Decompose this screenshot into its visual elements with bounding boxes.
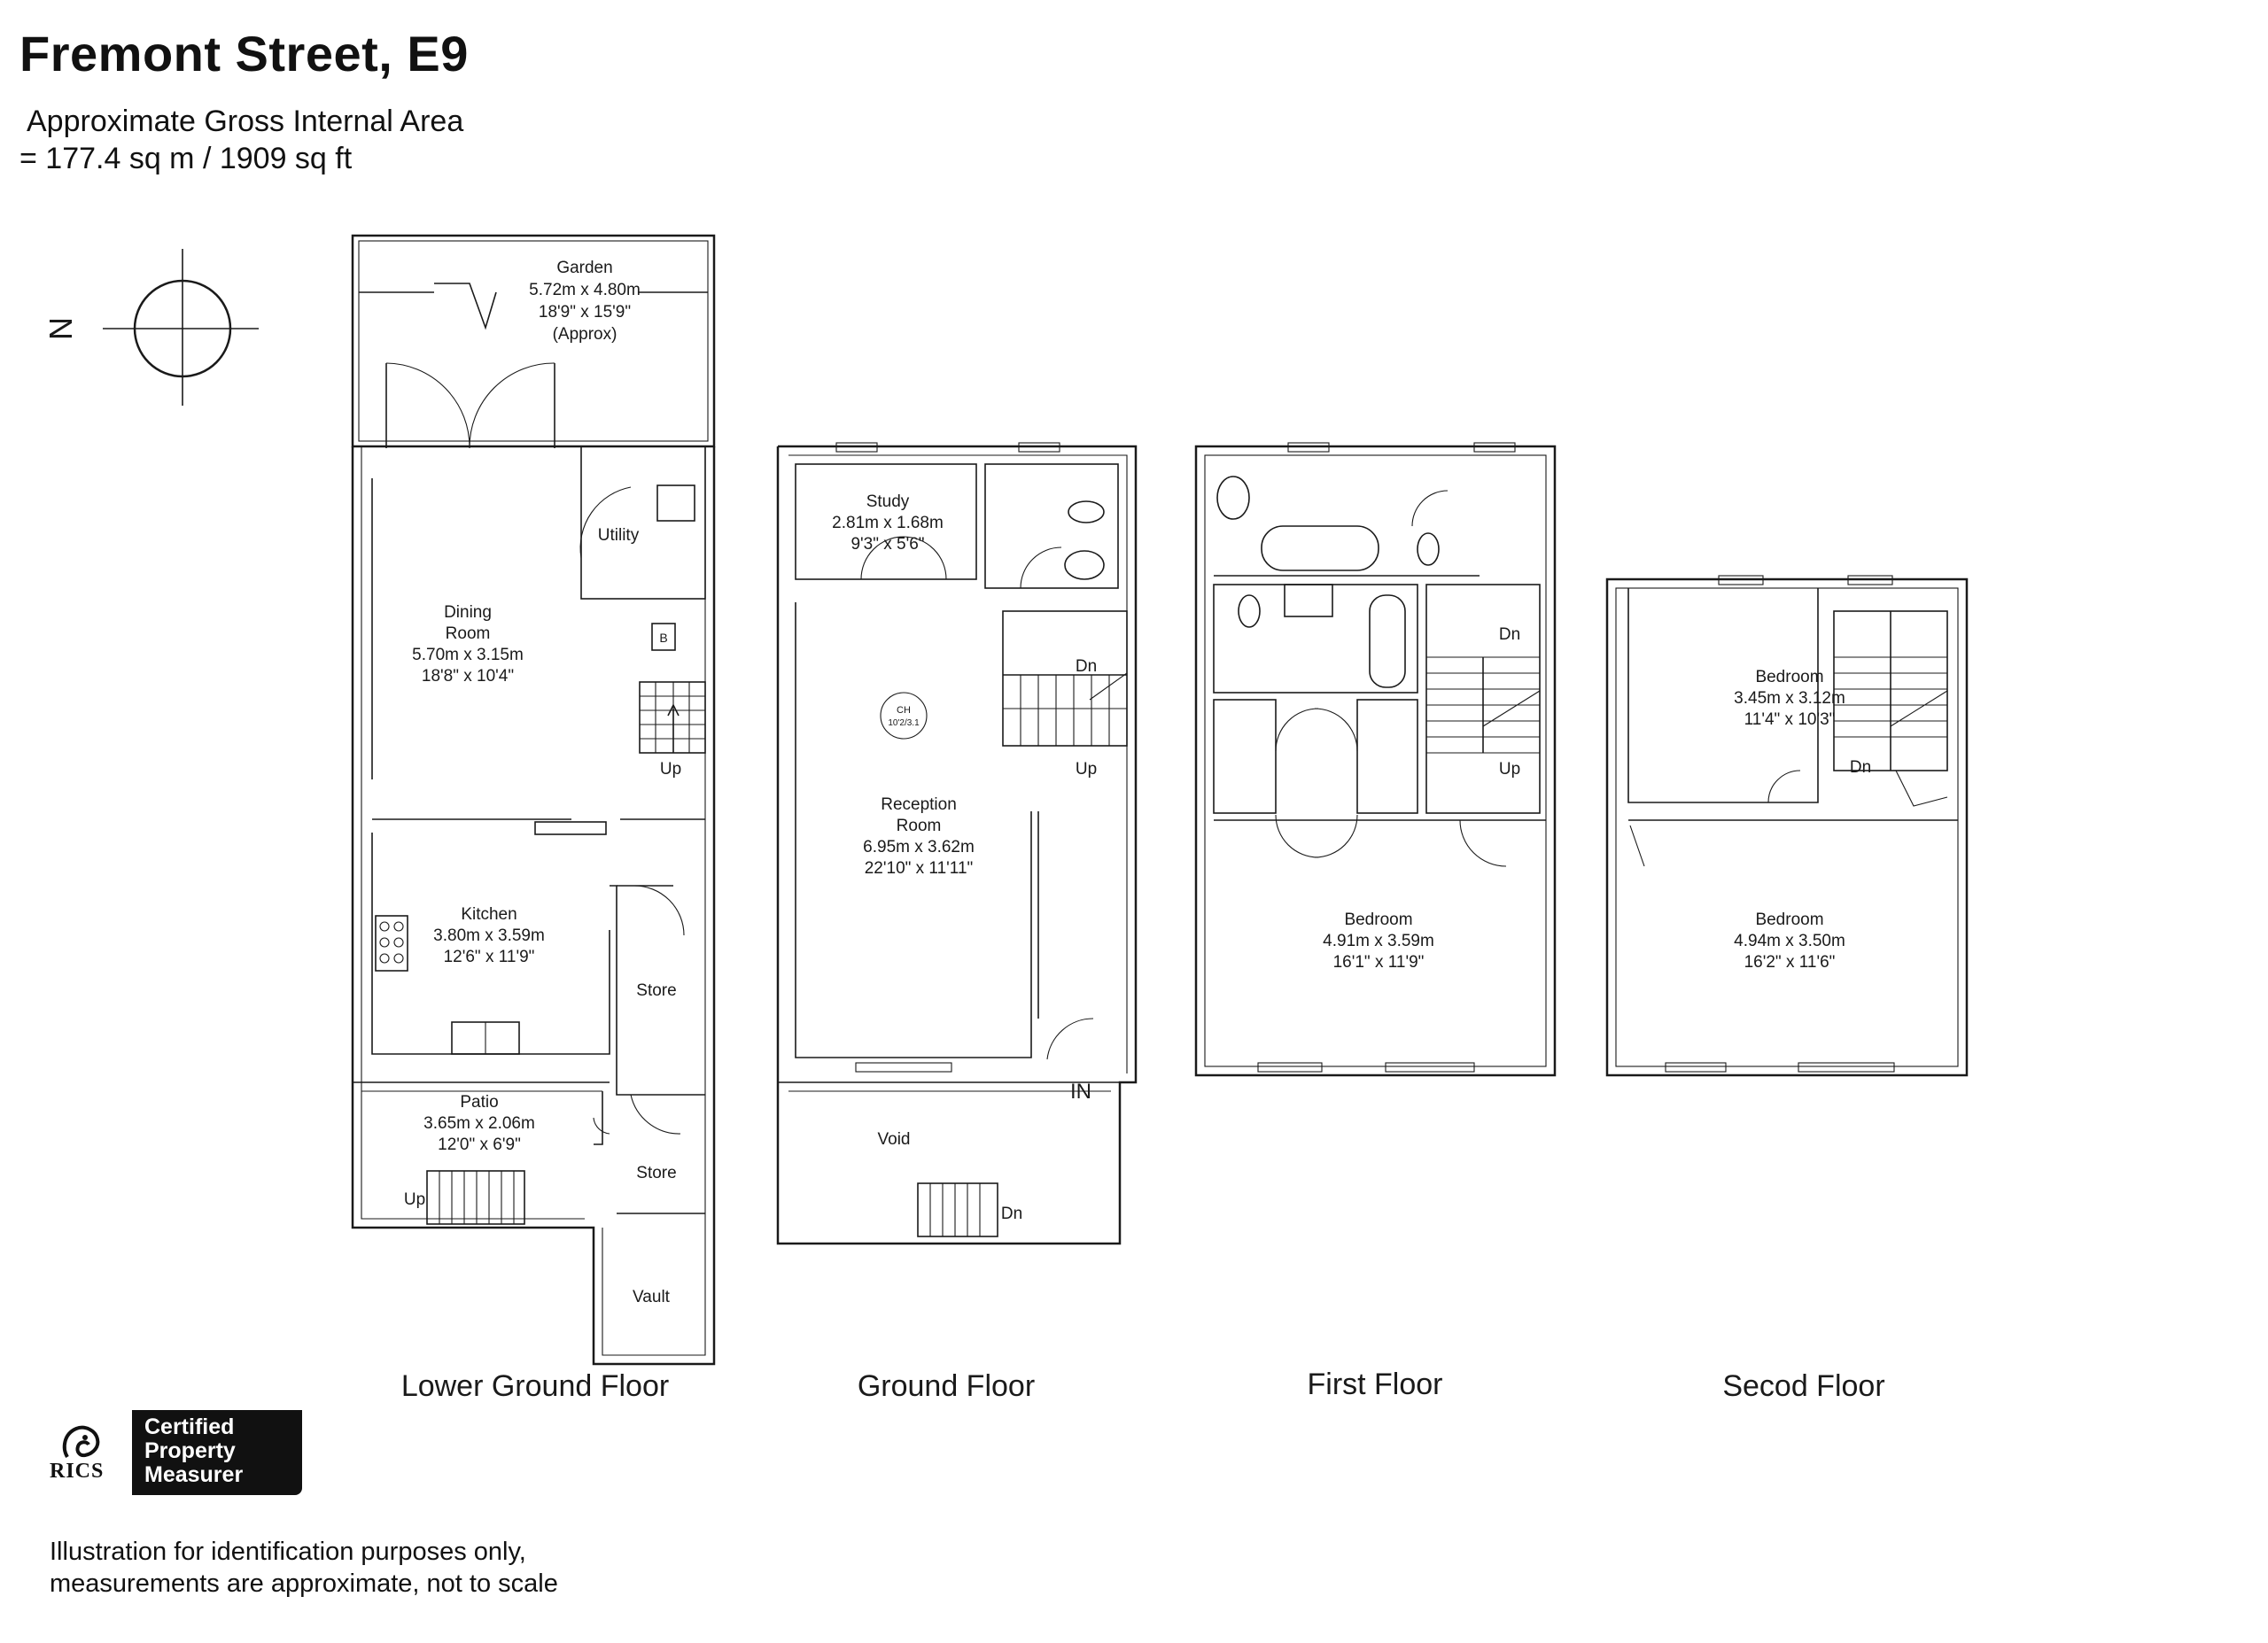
patio-imperial: 12'0" x 6'9" (438, 1135, 521, 1154)
disclaimer-line-1: Illustration for identification purposes… (50, 1538, 526, 1566)
ground-floor-plan: Study 2.81m x 1.68m 9'3" x 5'6" Dn Up CH… (776, 442, 1138, 1403)
kitchen-imperial: 12'6" x 11'9" (444, 948, 535, 966)
first-floor-outline (1194, 445, 1557, 1077)
dining-metric: 5.70m x 3.15m (412, 646, 524, 664)
second-bedroom2-imperial: 16'2" x 11'6" (1744, 953, 1836, 972)
badge-line-3: Measurer (144, 1462, 244, 1487)
area-value: = 177.4 sq m / 1909 sq ft (19, 142, 353, 175)
second-bedroom1-name: Bedroom (1755, 668, 1823, 686)
boiler-label: B (659, 631, 667, 645)
boiler-icon (651, 623, 676, 651)
dining-name-2: Room (446, 624, 491, 643)
void-dn-label: Dn (1001, 1205, 1022, 1223)
second-bedroom1-imperial: 11'4" x 10'3" (1744, 710, 1836, 729)
study-name: Study (866, 492, 910, 511)
utility-outline (580, 446, 706, 600)
ground-stairs-up-label: Up (1076, 760, 1097, 779)
rics-lion-icon (62, 1425, 100, 1459)
dining-imperial: 18'8" x 10'4" (422, 667, 514, 686)
void-name: Void (878, 1130, 911, 1149)
study-imperial: 9'3" x 5'6" (850, 535, 924, 554)
rics-wordmark: RICS (50, 1460, 105, 1483)
compass-north-label: N (43, 317, 79, 340)
ground-stairs-dn-label: Dn (1076, 657, 1097, 676)
toilet-icon (1417, 532, 1440, 566)
entrance-label: IN (1070, 1080, 1091, 1104)
utility-sink-icon (656, 484, 695, 522)
ground-floor-label: Ground Floor (858, 1369, 1035, 1403)
compass-icon: N (43, 249, 259, 406)
ceiling-height-marker (880, 692, 928, 740)
lower-ground-outline (351, 446, 716, 1366)
second-floor-plan: Bedroom 3.45m x 3.12m 11'4" x 10'3" Dn B… (1605, 575, 1969, 1403)
first-floor-label: First Floor (1308, 1368, 1443, 1401)
kitchen-name: Kitchen (461, 905, 517, 924)
second-bedroom2-name: Bedroom (1755, 911, 1823, 929)
second-bedroom1-metric: 3.45m x 3.12m (1734, 689, 1845, 708)
patio-stairs (426, 1170, 525, 1225)
ch-label: CH (897, 705, 911, 716)
garden-outline (351, 234, 716, 448)
ch-height: 10'2/3.1 (888, 718, 920, 728)
ground-stairs (1002, 610, 1128, 747)
first-floor-plan: Dn Up Bedroom 4.91m x 3.59m 16'1" x 11'9… (1194, 442, 1557, 1401)
badge-line-1: Certified (144, 1414, 235, 1439)
disclaimer-line-2: measurements are approximate, not to sca… (50, 1569, 558, 1598)
dining-name-1: Dining (444, 603, 492, 622)
utility-name: Utility (598, 526, 640, 545)
garden-name: Garden (556, 259, 612, 277)
certified-property-measurer-badge: Certified Property Measurer (132, 1410, 302, 1495)
toilet-icon-2 (1238, 594, 1261, 628)
second-floor-outline (1605, 577, 1969, 1077)
void-stairs (917, 1182, 998, 1237)
vault-name: Vault (633, 1288, 671, 1306)
bathtub-icon-2 (1369, 594, 1406, 688)
first-stairs-up-label: Up (1499, 760, 1520, 779)
area-caption: Approximate Gross Internal Area (27, 105, 464, 138)
patio-name: Patio (460, 1093, 498, 1112)
first-stairs-dn-label: Dn (1499, 625, 1520, 644)
store-2-name: Store (636, 1164, 676, 1182)
wc-outline (984, 463, 1119, 589)
garden-metric: 5.72m x 4.80m (529, 281, 641, 299)
lower-ground-floor-label: Lower Ground Floor (401, 1369, 669, 1403)
patio-up-label: Up (404, 1190, 425, 1209)
reception-metric: 6.95m x 3.62m (863, 838, 975, 856)
basin-icon (1064, 550, 1105, 580)
lower-ground-floor-plan: Garden 5.72m x 4.80m 18'9" x 15'9" (Appr… (351, 234, 716, 1403)
second-stairs-dn-label: Dn (1850, 758, 1871, 777)
first-floor-stairs (1425, 584, 1541, 814)
kitchen-metric: 3.80m x 3.59m (433, 926, 545, 945)
study-metric: 2.81m x 1.68m (832, 514, 944, 532)
second-floor-stairs (1833, 610, 1948, 771)
bathtub-icon (1261, 525, 1379, 571)
basin-icon (1216, 476, 1250, 520)
lg-stairs-up-label: Up (660, 760, 681, 779)
lower-ground-stairs (639, 681, 706, 754)
page-title: Fremont Street, E9 (19, 26, 469, 81)
toilet-icon (1068, 500, 1105, 523)
second-bedroom2-metric: 4.94m x 3.50m (1734, 932, 1845, 950)
patio-metric: 3.65m x 2.06m (423, 1114, 535, 1133)
reception-name-1: Reception (881, 795, 957, 814)
second-floor-label: Secod Floor (1722, 1369, 1884, 1403)
garden-imperial: 18'9" x 15'9" (539, 303, 631, 322)
store-1-name: Store (636, 981, 676, 1000)
hob-icon (375, 915, 408, 972)
badge-line-2: Property (144, 1438, 236, 1463)
garden-note: (Approx) (553, 325, 617, 344)
basin-icon-2 (1284, 584, 1333, 617)
reception-name-2: Room (897, 817, 942, 835)
first-bedroom-name: Bedroom (1344, 911, 1412, 929)
reception-imperial: 22'10" x 11'11" (865, 859, 974, 878)
first-bedroom-metric: 4.91m x 3.59m (1323, 932, 1434, 950)
study-outline (795, 463, 977, 580)
first-bedroom-imperial: 16'1" x 11'9" (1333, 953, 1425, 972)
